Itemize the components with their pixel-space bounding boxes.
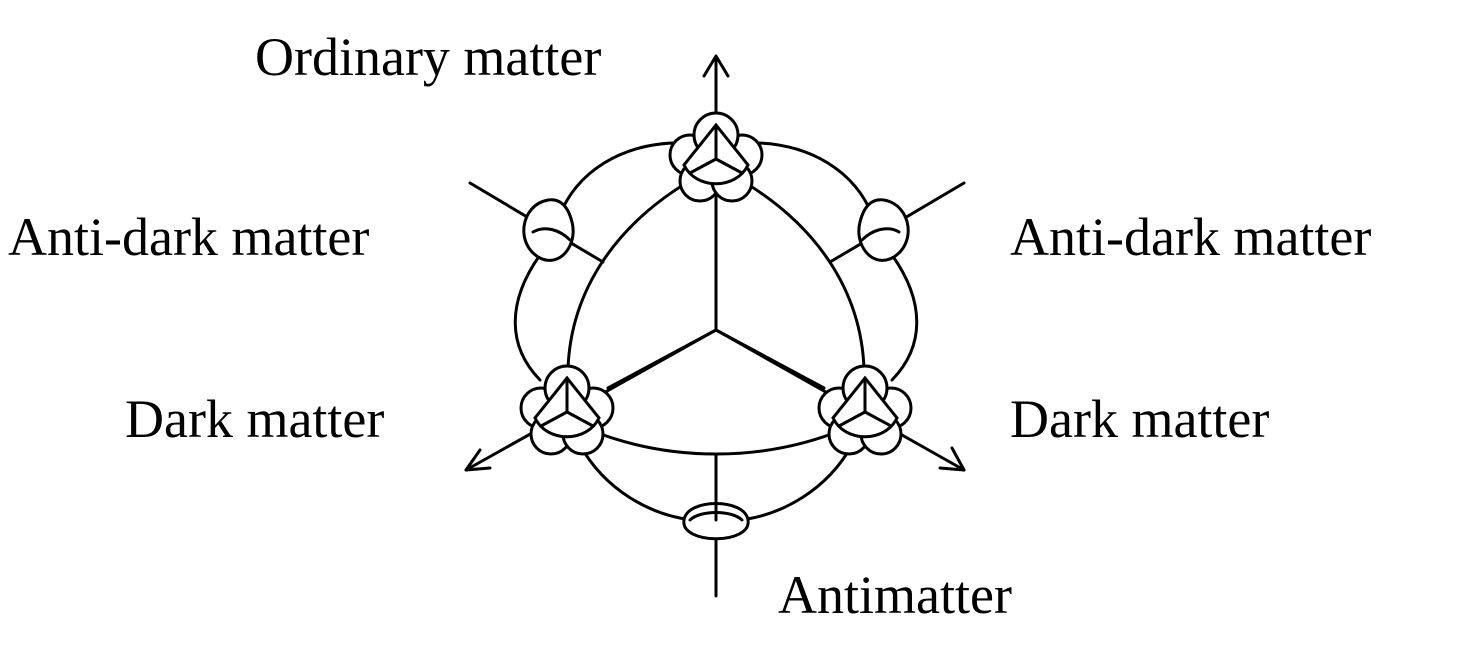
label-antimatter: Antimatter — [778, 565, 1012, 625]
outer-lobe-lower-right — [738, 443, 854, 522]
outer-lobe-right — [890, 253, 919, 382]
outer-lobe-lower-left — [578, 443, 694, 522]
inner-curved-triangle — [566, 173, 866, 456]
inner-arc-right — [730, 173, 866, 387]
outer-lobe-upper-right — [740, 141, 874, 217]
outer-lobe-upper-left — [558, 141, 692, 217]
outer-boundary — [513, 141, 919, 522]
ordinary-matter-arrowhead — [702, 54, 730, 78]
lobe-anti-dark-matter-right — [857, 198, 910, 262]
inner-spoke-right — [714, 328, 826, 390]
label-anti-dark-matter-left: Anti-dark matter — [8, 207, 369, 267]
label-dark-matter-left: Dark matter — [125, 389, 384, 449]
label-ordinary-matter: Ordinary matter — [255, 27, 601, 87]
inner-spoke-left — [606, 328, 718, 390]
outer-lobe-left — [513, 253, 542, 382]
dark-matter-left-arrowhead — [464, 448, 492, 472]
inner-arc-bottom — [588, 428, 844, 456]
cluster-dark-matter-left — [519, 364, 615, 456]
dark-matter-right-arrowhead — [938, 446, 966, 472]
lobe-antimatter — [682, 498, 750, 541]
cluster-dark-matter-right — [817, 364, 913, 456]
inner-arc-left — [566, 173, 702, 387]
lobe-anti-dark-matter-left — [522, 198, 575, 262]
label-anti-dark-matter-right: Anti-dark matter — [1010, 207, 1371, 267]
cluster-ordinary-matter — [668, 111, 764, 203]
label-dark-matter-right: Dark matter — [1010, 389, 1269, 449]
